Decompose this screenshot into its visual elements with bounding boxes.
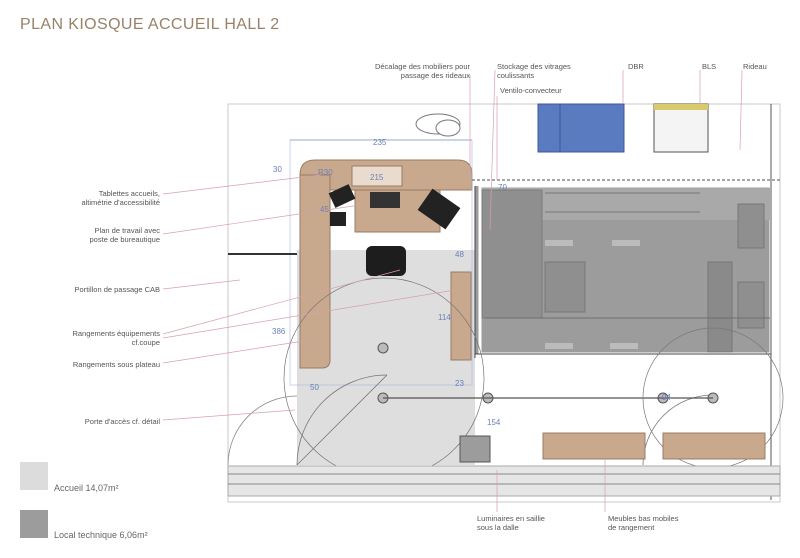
dbr-cabinet (537, 103, 625, 153)
label-dbr: DBR (628, 62, 644, 71)
dim-235: 235 (373, 138, 387, 147)
label-plan-travail: Plan de travail avec poste de bureautiqu… (89, 226, 160, 244)
label-bls: BLS (702, 62, 717, 71)
label-tablettes: Tablettes accueils, altimétrie d'accessi… (81, 189, 160, 207)
plan-outline (227, 103, 781, 503)
dim-50: 50 (310, 383, 319, 392)
dim-114: 114 (438, 313, 451, 322)
dim-23: 23 (455, 379, 464, 388)
dim-30: 30 (273, 165, 282, 174)
office-chair (366, 246, 406, 276)
label-meubles-bas: Meubles bas mobiles de rangement (608, 514, 679, 532)
dim-94: 94 (662, 393, 671, 402)
bls-cabinet (653, 103, 709, 153)
dim-70: 70 (498, 183, 507, 192)
storage-shelf (450, 271, 472, 361)
mobile-storage-1 (542, 432, 646, 460)
label-portillon: Portillon de passage CAB (74, 285, 160, 294)
dim-r30: R30 (318, 168, 333, 177)
dim-45: 45 (320, 205, 329, 214)
label-luminaires: Luminaires en saillie sous la dalle (477, 514, 545, 532)
legend-swatch-accueil (20, 462, 48, 490)
label-porte-acces: Porte d'accès cf. détail (84, 417, 160, 426)
legend-swatch-local-technique (20, 510, 48, 538)
accueil-zone (297, 250, 475, 465)
label-stockage: Stockage des vitrages coulissants (497, 62, 571, 80)
leader-lines (162, 69, 743, 512)
reception-counter-left (299, 174, 331, 369)
mobile-storage-2 (662, 432, 766, 460)
page-title: PLAN KIOSQUE ACCUEIL HALL 2 (20, 16, 280, 33)
dim-215: 215 (370, 173, 384, 182)
dim-154: 154 (487, 418, 501, 427)
label-rangements-plateau: Rangements sous plateau (72, 360, 160, 369)
label-decalage: Décalage des mobiliers pour passage des … (374, 62, 470, 80)
legend-label-local-technique: Local technique 6,06m² (54, 530, 148, 540)
legend-label-accueil: Accueil 14,07m² (54, 483, 119, 493)
label-rideau: Rideau (743, 62, 767, 71)
dim-48: 48 (455, 250, 464, 259)
dim-386: 386 (272, 327, 286, 336)
label-rangements-equipements: Rangements équipements cf.coupe (72, 329, 160, 347)
label-ventilo: Ventilo-convecteur (500, 86, 562, 95)
